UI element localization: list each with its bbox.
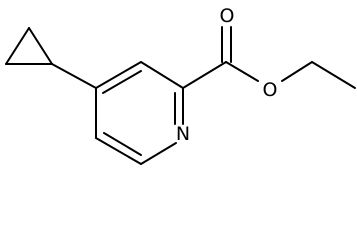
bond [28, 27, 53, 65]
bond [103, 132, 142, 156]
bond [182, 61, 227, 89]
bond [281, 61, 313, 82]
bond [140, 142, 177, 165]
bond [102, 70, 142, 94]
ether-oxygen-atom-label: O [263, 79, 278, 101]
pyridine-ring [95, 61, 184, 165]
bond [5, 27, 30, 65]
bond [51, 63, 97, 89]
molecule-structure: N O O [5, 5, 356, 165]
ethyl-ester-group [182, 26, 356, 89]
bond [95, 137, 142, 165]
bond [311, 61, 356, 89]
bond [95, 61, 142, 89]
nitrogen-atom-label: N [176, 123, 190, 145]
cyclopropyl-ring [5, 27, 53, 65]
bond [140, 61, 184, 89]
bond [225, 61, 259, 82]
carbonyl-oxygen-atom-label: O [220, 5, 235, 27]
